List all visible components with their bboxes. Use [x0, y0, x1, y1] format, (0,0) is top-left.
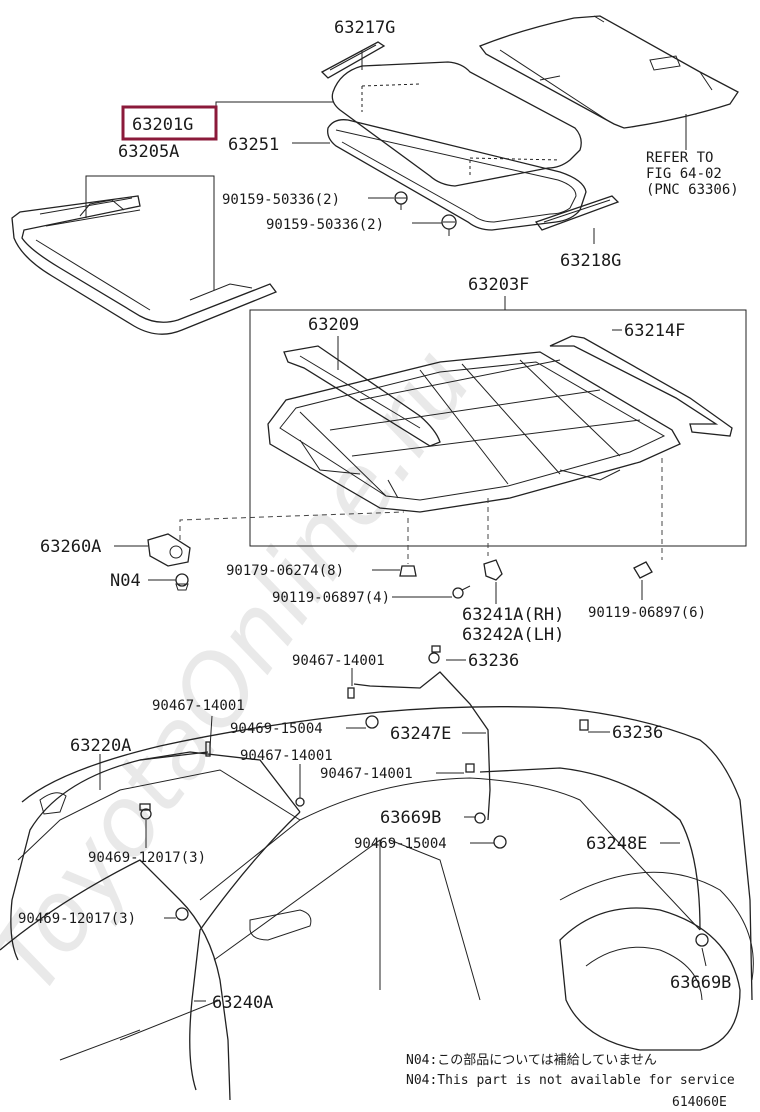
label-63247e: 63247E: [390, 724, 451, 744]
side-rail-63214f: [549, 335, 733, 437]
front-drain-hose-63220a: [10, 751, 209, 961]
label-h3: 90469-15004: [230, 721, 323, 737]
note-japanese: N04:この部品については補給していません: [406, 1053, 657, 1068]
label-refer-1: REFER TO: [646, 150, 713, 166]
label-63209: 63209: [308, 315, 359, 335]
label-refer-3: (PNC 63306): [646, 182, 739, 198]
label-63205a: 63205A: [118, 142, 179, 162]
part-n04: [175, 573, 189, 591]
label-h1: 90467-14001: [292, 653, 385, 669]
front-deflector-bar-63209: [283, 345, 441, 447]
label-63260a: 63260A: [40, 537, 101, 557]
label-63220a: 63220A: [70, 736, 131, 756]
label-63214f: 63214F: [624, 321, 685, 341]
leader-63201g: [215, 101, 334, 123]
note-english: N04:This part is not available for servi…: [406, 1073, 735, 1088]
label-h5: 90467-14001: [320, 766, 413, 782]
label-63241a: 63241A(RH): [462, 605, 564, 625]
label-h7: 90469-15004: [354, 836, 447, 852]
label-90119-4: 90119-06897(4): [272, 590, 390, 606]
label-63217g: 63217G: [334, 18, 395, 38]
housing-callout-box: [249, 309, 747, 547]
label-90119-6: 90119-06897(6): [588, 605, 706, 621]
label-bolt-1: 90159-50336(2): [222, 192, 340, 208]
label-63236a: 63236: [468, 651, 519, 671]
label-63669bb: 63669B: [670, 973, 731, 993]
label-h6: 90469-12017(3): [88, 850, 206, 866]
label-90179: 90179-06274(8): [226, 563, 344, 579]
glass-weatherstrip-63251: [327, 119, 587, 231]
label-h2: 90467-14001: [152, 698, 245, 714]
bolt-90119-4: [452, 585, 471, 599]
hose-clips: [139, 645, 709, 947]
label-63248e: 63248E: [586, 834, 647, 854]
label-n04: N04: [110, 571, 141, 591]
label-63203f: 63203F: [468, 275, 529, 295]
label-63242a: 63242A(LH): [462, 625, 564, 645]
label-h8: 90469-12017(3): [18, 911, 136, 927]
label-bolt-2: 90159-50336(2): [266, 217, 384, 233]
a-pillar-hose-63240a: [189, 811, 301, 1091]
label-h4: 90467-14001: [240, 748, 333, 764]
rear-drain-hose-63248e: [479, 767, 701, 931]
bolt-90159-b: [441, 214, 457, 236]
label-63218g: 63218G: [560, 251, 621, 271]
label-refer-2: FIG 64-02: [646, 166, 722, 182]
label-63669ba: 63669B: [380, 808, 441, 828]
label-63251: 63251: [228, 135, 279, 155]
drip-channel-63205a: [11, 195, 278, 335]
bolt-90159-a: [394, 191, 408, 210]
dashed-63260a: [179, 511, 405, 540]
bracket-63241a: [483, 559, 503, 581]
leader-63669bb: [701, 947, 707, 967]
sunshade-panel: [478, 15, 739, 129]
bolt-90119-6: [633, 561, 653, 579]
leader-h2: [209, 715, 213, 749]
sunroof-glass-63201g: [331, 61, 582, 187]
figure-id: 614060E: [672, 1095, 727, 1110]
sunroof-housing-frame-63203f: [267, 351, 681, 513]
label-63240a: 63240A: [212, 993, 273, 1013]
label-63201g: 63201G: [132, 115, 193, 135]
highlight-box-63201g: [121, 105, 218, 141]
label-63236b: 63236: [612, 723, 663, 743]
leader-63205a: [85, 175, 215, 290]
rear-drain-hose-63247e: [353, 671, 491, 821]
car-body-outline: [0, 706, 754, 1101]
front-drain-hose-branch: [139, 751, 301, 813]
sunroof-motor-63260a: [147, 533, 191, 567]
rear-seal-63218g: [534, 195, 620, 231]
nut-90179: [399, 565, 417, 577]
front-seal-63217g: [320, 41, 386, 79]
